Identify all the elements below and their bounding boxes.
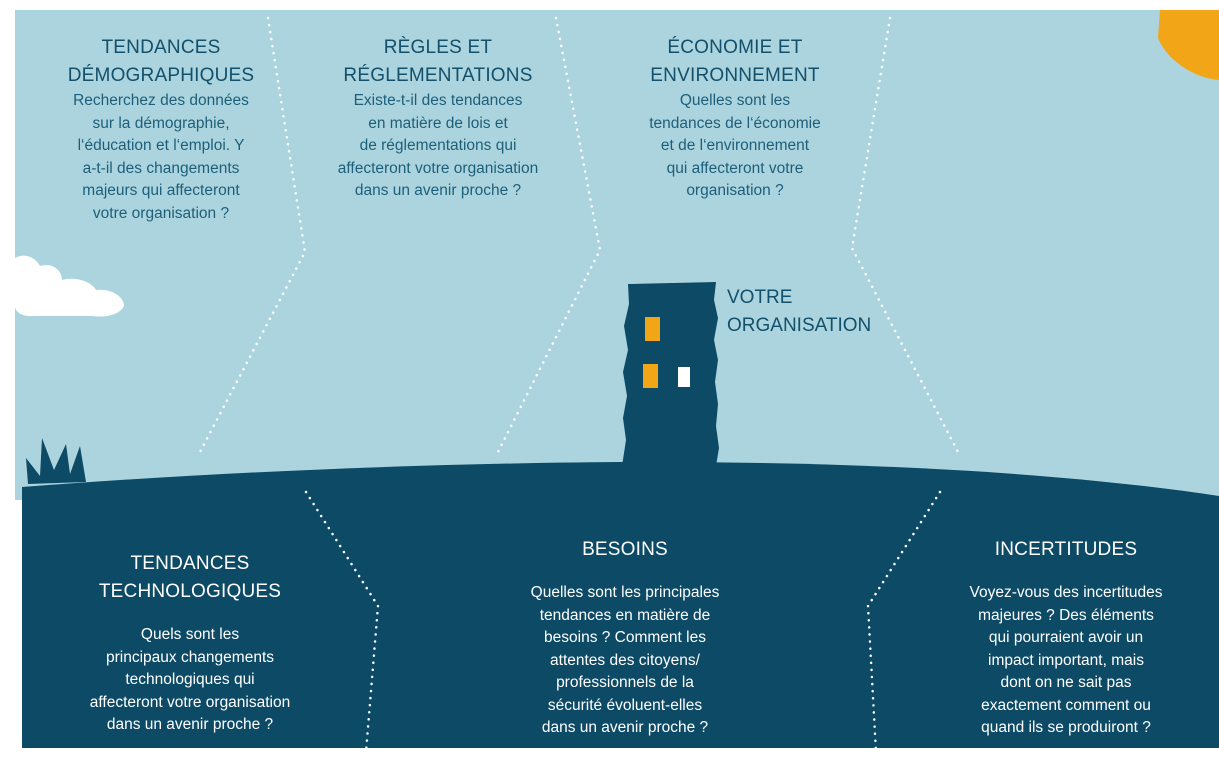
organization-label-line2: ORGANISATION — [727, 315, 872, 336]
regulations-body-line: de réglementations qui — [359, 137, 517, 154]
technology-body-line: dans un avenir proche ? — [106, 716, 274, 733]
needs-body-line: sécurité évoluent-elles — [547, 696, 703, 714]
needs-body-line: attentes des citoyens/ — [550, 651, 700, 669]
regulations-body-line: affecteront votre organisation — [337, 159, 539, 177]
demographics-body-line: Recherchez des données — [73, 92, 249, 109]
regulations-body: Existe-t-il des tendances en matière de … — [290, 90, 586, 203]
regulations-body-line: en matière de lois et — [368, 114, 508, 132]
sky-background — [15, 10, 1219, 500]
technology-body-line: principaux changements — [105, 648, 275, 666]
separator-ground-2 — [866, 490, 942, 754]
needs-body-line: Quelles sont les principales — [530, 584, 720, 601]
economy-body-line: tendances de l‘économie — [649, 114, 821, 132]
demographics-title-line1: TENDANCES — [101, 37, 221, 58]
needs-body-line: tendances en matière de — [539, 606, 711, 624]
demographics-body-line: votre organisation ? — [92, 204, 230, 222]
organization-label-line1: VOTRE — [727, 287, 793, 308]
demographics-body-line: sur la démographie, — [92, 114, 230, 132]
separator-sky-3 — [850, 16, 960, 454]
block-rules-regulations: RÈGLES ET RÉGLEMENTATIONS Existe-t-il de… — [290, 34, 586, 203]
separator-sky-1 — [198, 16, 307, 454]
needs-body: Quelles sont les principales tendances e… — [475, 582, 775, 740]
regulations-body-line: dans un avenir proche ? — [354, 182, 522, 199]
uncertainties-body-line: quand ils se produiront ? — [981, 719, 1151, 736]
block-technology-trends: TENDANCES TECHNOLOGIQUES Quels sont les … — [40, 550, 340, 737]
technology-title-line2: TECHNOLOGIQUES — [98, 581, 282, 602]
building-window-lit-upper — [645, 317, 660, 341]
building-window-lit-lower — [643, 364, 658, 388]
needs-body-line: dans un avenir proche ? — [541, 719, 709, 736]
demographics-body: Recherchez des données sur la démographi… — [20, 90, 302, 225]
economy-title-line2: ENVIRONNEMENT — [650, 65, 820, 86]
technology-body: Quels sont les principaux changements te… — [40, 624, 340, 737]
technology-body-line: technologiques qui — [125, 671, 255, 688]
separator-ground-1 — [304, 490, 380, 754]
grass-icon — [26, 438, 86, 484]
block-uncertainties: INCERTITUDES Voyez-vous des incertitudes… — [916, 536, 1216, 740]
technology-title-line1: TENDANCES — [130, 553, 250, 574]
block-needs: BESOINS Quelles sont les principales ten… — [475, 536, 775, 740]
demographics-body-line: majeurs qui affecteront — [82, 182, 240, 199]
uncertainties-body-line: Voyez-vous des incertitudes — [969, 584, 1163, 601]
needs-body-line: besoins ? Comment les — [544, 629, 706, 646]
regulations-body-line: Existe-t-il des tendances — [353, 92, 523, 109]
technology-body-line: Quels sont les — [140, 626, 240, 643]
regulations-title-line2: RÉGLEMENTATIONS — [343, 65, 533, 86]
economy-title-line1: ÉCONOMIE ET — [667, 37, 803, 58]
needs-title: BESOINS — [582, 539, 668, 560]
economy-body-line: qui affecteront votre — [666, 159, 804, 177]
uncertainties-body-line: majeures ? Des éléments — [978, 606, 1154, 624]
demographics-body-line: a-t-il des changements — [82, 159, 240, 177]
economy-body-line: Quelles sont les — [679, 92, 791, 109]
block-demographic-trends: TENDANCES DÉMOGRAPHIQUES Recherchez des … — [20, 34, 302, 225]
ground-hill — [22, 462, 1219, 748]
uncertainties-title: INCERTITUDES — [994, 539, 1138, 560]
demographics-title-line2: DÉMOGRAPHIQUES — [67, 65, 255, 86]
economy-body: Quelles sont les tendances de l‘économie… — [590, 90, 880, 203]
uncertainties-body-line: qui pourraient avoir un — [988, 629, 1144, 646]
uncertainties-body-line: exactement comment ou — [981, 696, 1151, 714]
block-economy-environment: ÉCONOMIE ET ENVIRONNEMENT Quelles sont l… — [590, 34, 880, 203]
sun-icon — [1158, 10, 1219, 80]
economy-body-line: organisation ? — [686, 182, 784, 199]
building-icon — [622, 282, 719, 466]
cloud-icon — [15, 255, 124, 317]
regulations-title-line1: RÈGLES ET — [383, 37, 493, 58]
technology-body-line: affecteront votre organisation — [89, 693, 291, 711]
economy-body-line: et de l‘environnement — [660, 137, 810, 154]
needs-body-line: professionnels de la — [556, 674, 694, 691]
separator-sky-2 — [496, 16, 602, 454]
demographics-body-line: l‘éducation et l‘emploi. Y — [77, 137, 245, 154]
uncertainties-body: Voyez-vous des incertitudes majeures ? D… — [916, 582, 1216, 740]
uncertainties-body-line: impact important, mais — [988, 651, 1144, 669]
uncertainties-body-line: dont on ne sait pas — [1000, 674, 1132, 691]
organization-label: VOTRE ORGANISATION — [727, 284, 871, 340]
building-window-white — [678, 367, 690, 387]
